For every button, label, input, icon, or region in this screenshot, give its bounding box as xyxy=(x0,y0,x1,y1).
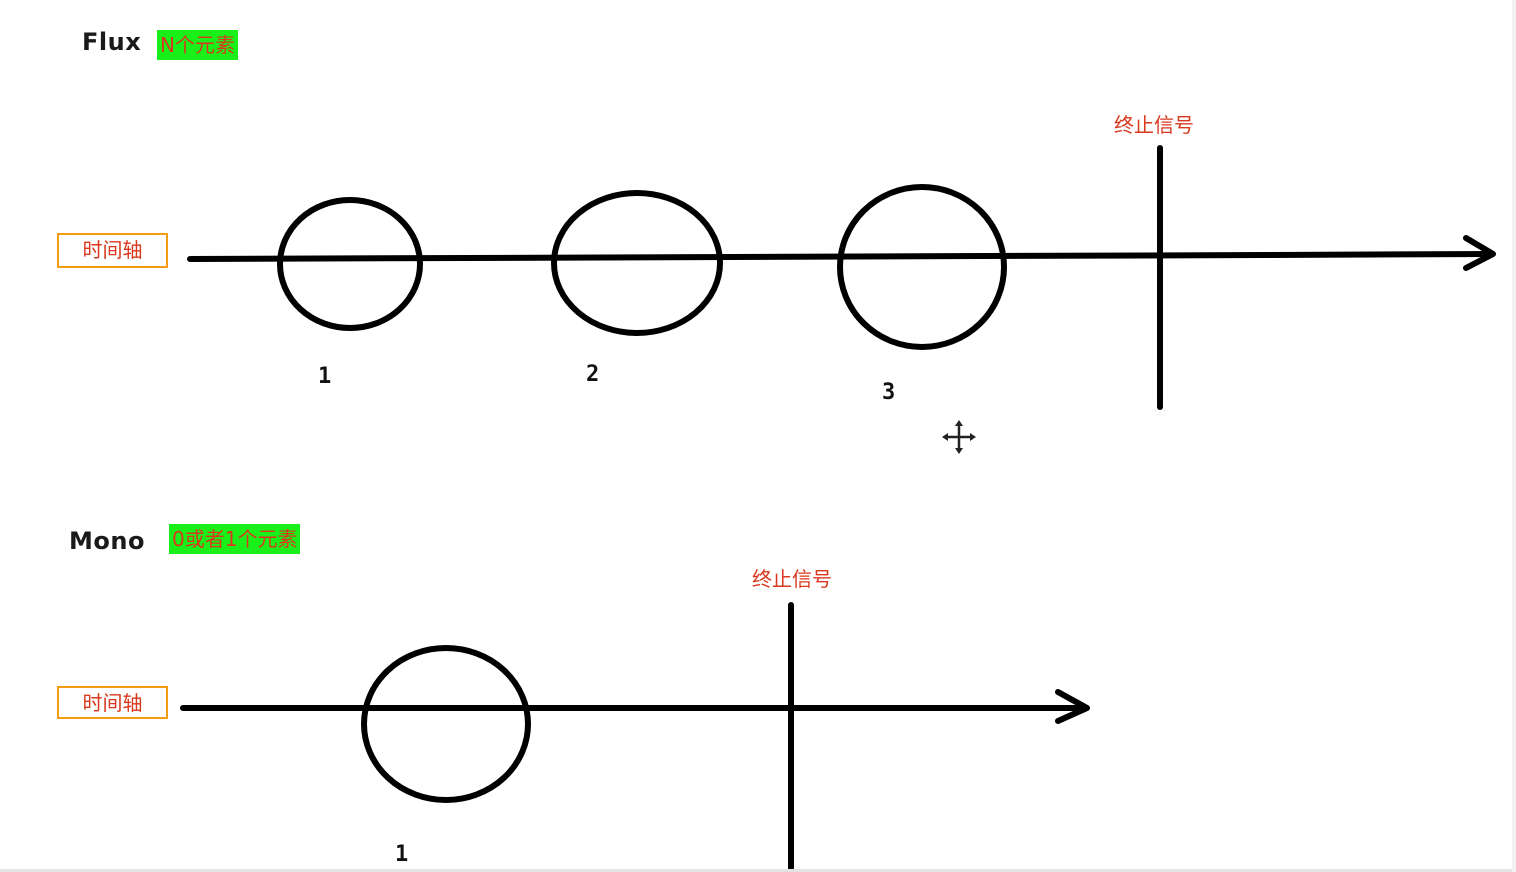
flux-count-tag: N个元素 xyxy=(157,30,238,60)
flux-element-circle-1 xyxy=(277,197,423,331)
mono-diagram xyxy=(180,602,1090,871)
mono-element-label-1: 1 xyxy=(395,842,409,867)
flux-arrow-head xyxy=(1463,235,1496,271)
move-cursor-icon xyxy=(942,420,976,454)
mono-count-tag: 0或者1个元素 xyxy=(169,524,301,554)
flux-diagram xyxy=(187,145,1496,410)
mono-element-circle-1 xyxy=(361,645,531,803)
flux-element-circle-3 xyxy=(837,184,1007,350)
flux-terminate-label: 终止信号 xyxy=(1114,113,1194,137)
flux-element-label-3: 3 xyxy=(882,380,896,405)
flux-title: Flux xyxy=(82,28,142,56)
mono-terminate-label: 终止信号 xyxy=(752,567,832,591)
mono-title: Mono xyxy=(69,527,145,555)
right-edge-border xyxy=(1512,0,1516,872)
mono-axis-label: 时间轴 xyxy=(57,686,168,719)
bottom-border xyxy=(0,869,1516,872)
flux-element-circle-2 xyxy=(551,190,723,336)
mono-arrow-head xyxy=(1055,689,1090,724)
flux-axis-label: 时间轴 xyxy=(57,233,168,268)
flux-timeline-line xyxy=(187,251,1495,262)
flux-element-label-1: 1 xyxy=(318,364,332,389)
flux-element-label-2: 2 xyxy=(586,362,600,387)
